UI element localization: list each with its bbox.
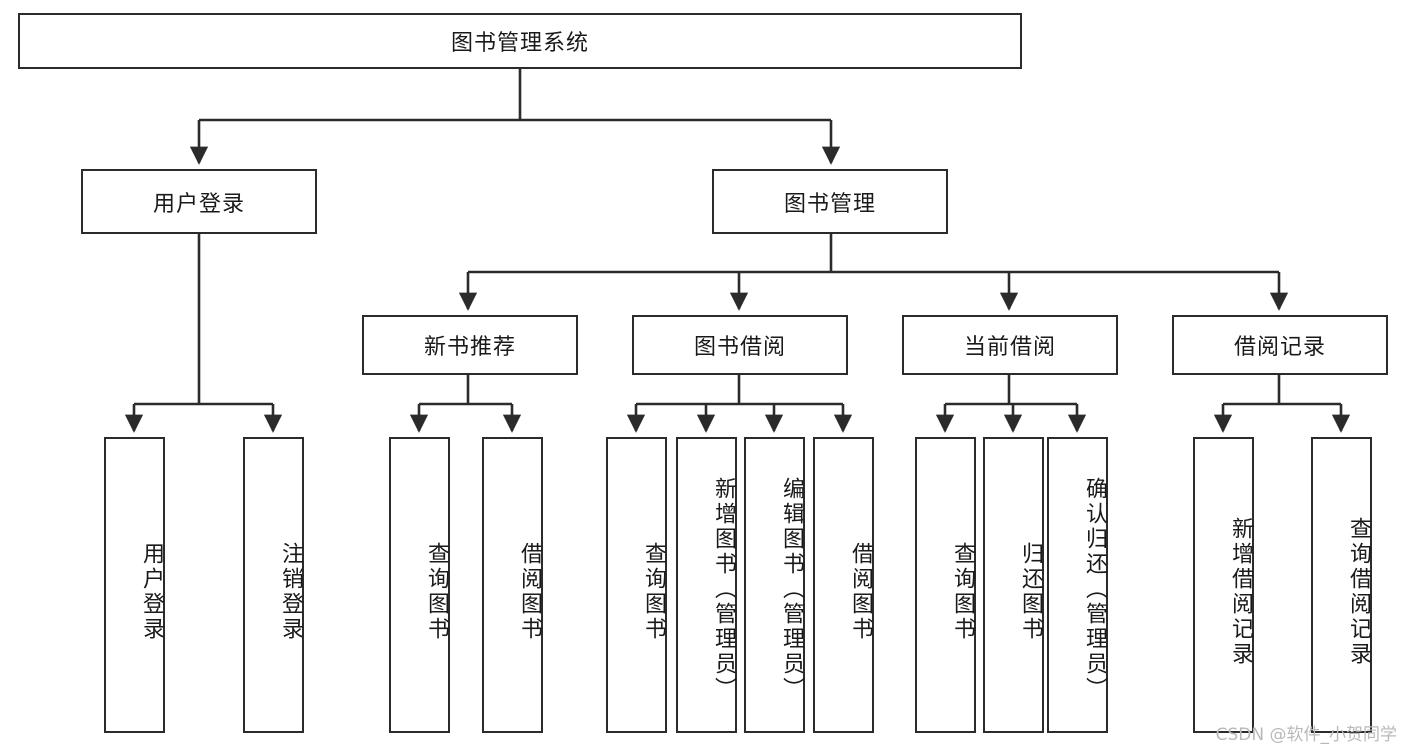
node-label: 图书管理 xyxy=(783,191,876,217)
leaf-borrow-book-newbook[interactable]: 借阅图书 xyxy=(482,437,543,733)
node-label: 借阅图书 xyxy=(848,542,873,642)
node-label: 新增借阅记录 xyxy=(1228,517,1253,667)
leaf-borrow-book-borrow[interactable]: 借阅图书 xyxy=(813,437,874,733)
leaf-return-book[interactable]: 归还图书 xyxy=(983,437,1044,733)
csdn-watermark: CSDN @软件_小贺同学 xyxy=(1215,725,1397,745)
node-label: 当前借阅 xyxy=(963,335,1056,360)
node-label: 确认归还（管理员） xyxy=(1082,476,1107,702)
node-label: 查询图书 xyxy=(424,542,449,642)
node-user-login[interactable]: 用户登录 xyxy=(81,169,317,234)
leaf-edit-book-admin[interactable]: 编辑图书（管理员） xyxy=(744,437,805,733)
leaf-query-borrow-record[interactable]: 查询借阅记录 xyxy=(1311,437,1372,733)
node-label: 用户登录 xyxy=(139,542,164,642)
node-label: 查询图书 xyxy=(950,542,975,642)
node-label: 图书管理系统 xyxy=(450,31,589,56)
node-label: 编辑图书（管理员） xyxy=(779,476,804,702)
leaf-add-book-admin[interactable]: 新增图书（管理员） xyxy=(676,437,737,733)
node-borrow-records[interactable]: 借阅记录 xyxy=(1172,315,1388,375)
node-label: 借阅记录 xyxy=(1233,335,1326,360)
node-label: 查询借阅记录 xyxy=(1346,517,1371,667)
node-current-borrowing[interactable]: 当前借阅 xyxy=(902,315,1118,375)
node-new-book-recommendation[interactable]: 新书推荐 xyxy=(362,315,578,375)
node-book-borrowing[interactable]: 图书借阅 xyxy=(632,315,848,375)
node-label: 新增图书（管理员） xyxy=(711,476,736,702)
node-label: 查询图书 xyxy=(641,542,666,642)
node-book-management[interactable]: 图书管理 xyxy=(712,169,948,234)
leaf-query-book-newbook[interactable]: 查询图书 xyxy=(389,437,450,733)
leaf-logout[interactable]: 注销登录 xyxy=(243,437,304,733)
node-label: 用户登录 xyxy=(152,191,245,217)
leaf-confirm-return-admin[interactable]: 确认归还（管理员） xyxy=(1047,437,1108,733)
leaf-user-login[interactable]: 用户登录 xyxy=(104,437,165,733)
node-label: 借阅图书 xyxy=(517,542,542,642)
leaf-query-book-borrow[interactable]: 查询图书 xyxy=(606,437,667,733)
node-root-book-management-system[interactable]: 图书管理系统 xyxy=(18,13,1022,69)
node-label: 归还图书 xyxy=(1018,542,1043,642)
leaf-add-borrow-record[interactable]: 新增借阅记录 xyxy=(1193,437,1254,733)
node-label: 图书借阅 xyxy=(693,335,786,360)
node-label: 新书推荐 xyxy=(423,335,516,360)
leaf-query-book-current[interactable]: 查询图书 xyxy=(915,437,976,733)
node-label: 注销登录 xyxy=(278,542,303,642)
